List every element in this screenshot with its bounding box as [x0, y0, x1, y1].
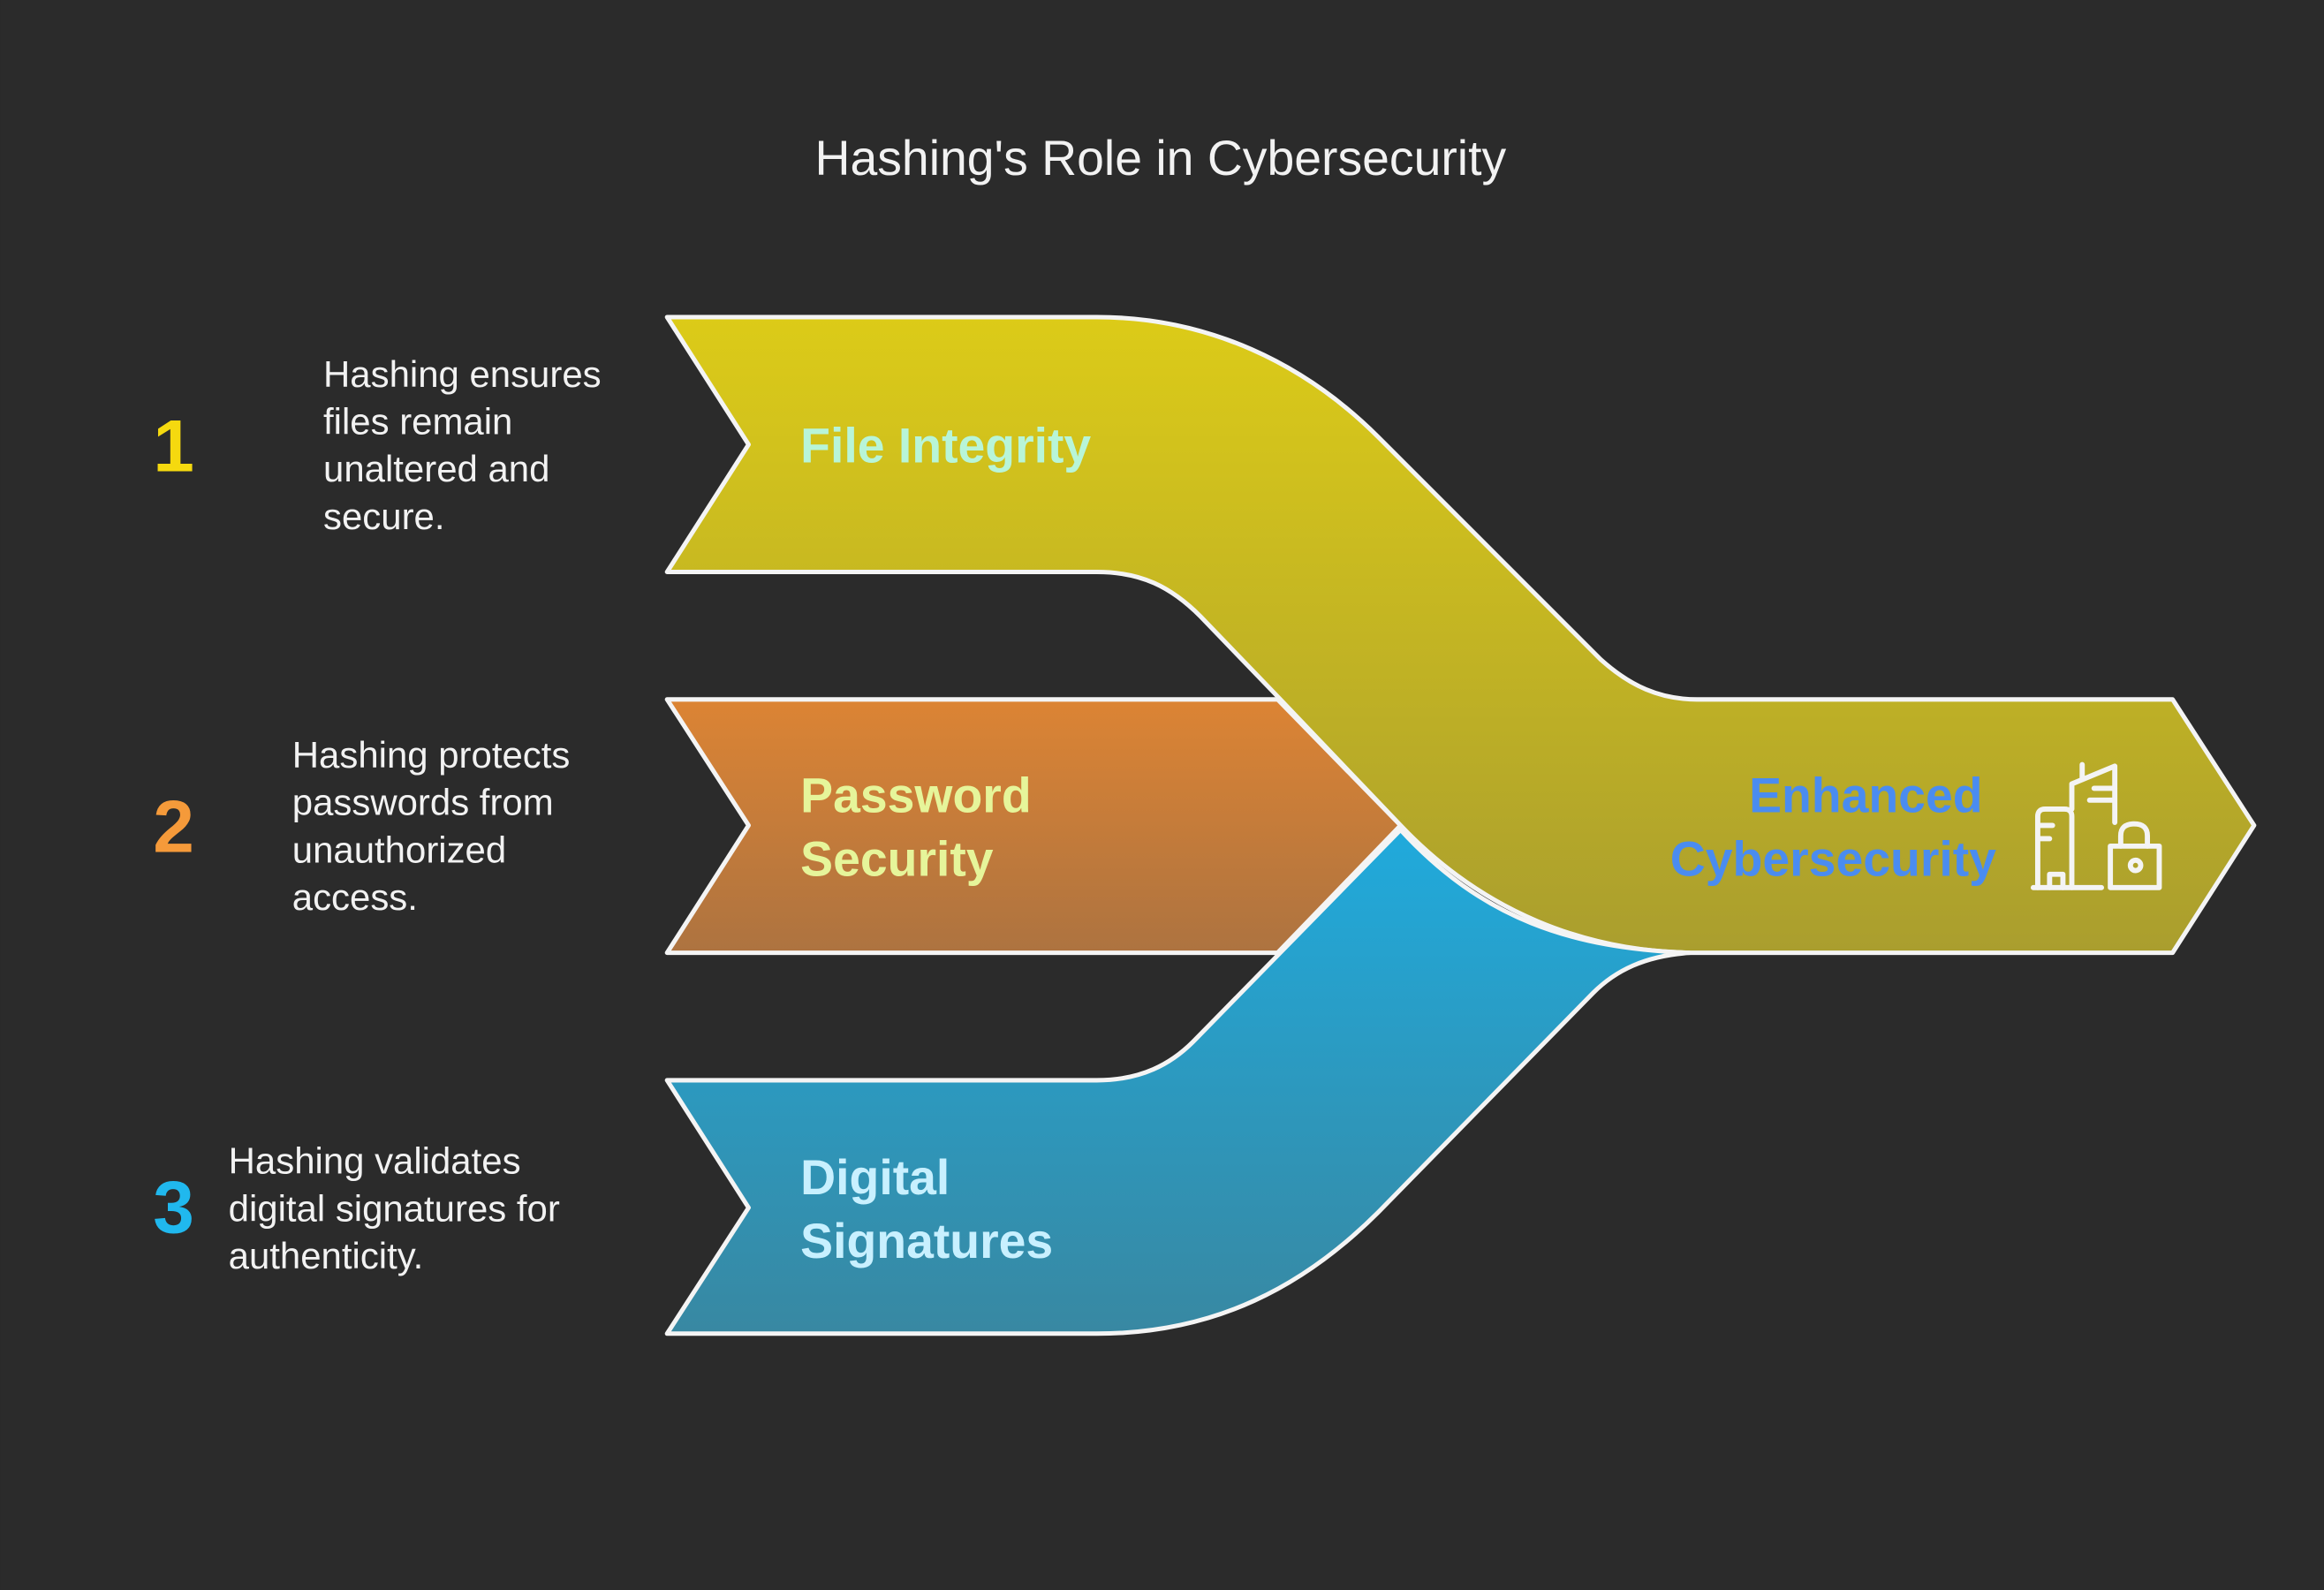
- diagram-title: Hashing's Role in Cybersecurity: [815, 131, 1507, 186]
- file-integrity-label: File Integrity: [800, 418, 1091, 473]
- step-description-1: Hashing ensures files remain unaltered a…: [323, 353, 611, 537]
- city-buildings-lock-icon: [2030, 761, 2162, 890]
- password-security-label: Password Security: [800, 768, 1045, 886]
- enhanced-cybersecurity-label: Enhanced Cybersecurity: [1670, 768, 1996, 886]
- digital-signatures-arrow: [664, 827, 1692, 1336]
- step-description-2: Hashing protects passwords from unauthor…: [292, 734, 580, 918]
- step-number-1: 1: [153, 404, 194, 487]
- step-description-3: Hashing validates digital signatures for…: [229, 1140, 571, 1276]
- step-number-2: 2: [153, 785, 194, 868]
- file-integrity-arrow: [664, 314, 2257, 956]
- step-number-3: 3: [153, 1166, 194, 1249]
- digital-signatures-label: Digital Signatures: [800, 1150, 1053, 1268]
- password-security-arrow: [664, 697, 1404, 956]
